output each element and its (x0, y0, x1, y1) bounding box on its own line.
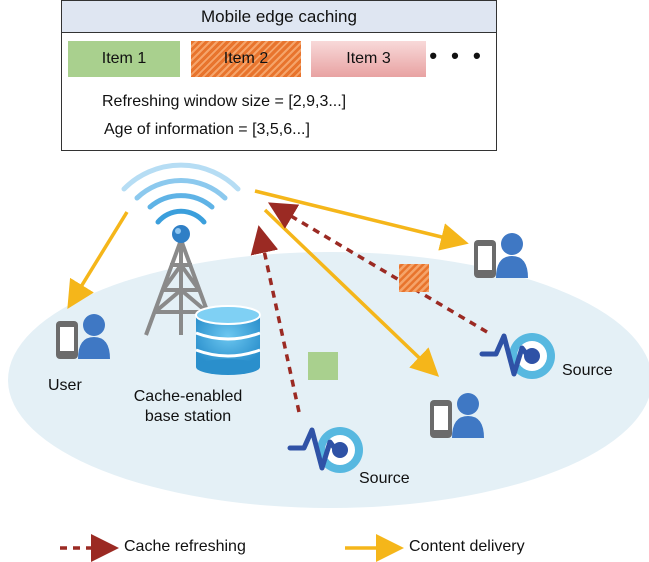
cache-refresh-arrows (250, 202, 488, 413)
cache-title: Mobile edge caching (62, 1, 496, 33)
cell-tower-icon (121, 162, 241, 336)
source-bottom-label: Source (359, 470, 410, 487)
age-info-text: Age of information = [3,5,6...] (104, 121, 310, 138)
packet-item-1 (308, 352, 338, 380)
source-icon (287, 427, 363, 473)
more-items-ellipsis: • • • (429, 43, 485, 68)
delivery-arrow-mid-user (263, 208, 440, 377)
packet-item-2 (399, 264, 429, 292)
refresh-arrow-right-source (267, 202, 488, 334)
source-right-label: Source (562, 362, 613, 379)
user-label: User (48, 377, 82, 394)
source-icon (479, 333, 555, 379)
cache-item-2: Item 2 (191, 41, 301, 77)
cache-item-1: Item 1 (68, 41, 180, 77)
database-icon (195, 305, 261, 375)
legend-cache-refreshing: Cache refreshing (124, 538, 246, 555)
user-device-icon (430, 393, 484, 438)
content-delivery-arrows (67, 189, 469, 377)
base-station-label-line2: base station (144, 408, 232, 425)
base-station-label-line1: Cache-enabled (133, 388, 243, 405)
delivery-arrow-top-user (254, 189, 469, 251)
user-device-icon (56, 314, 110, 359)
refresh-window-text: Refreshing window size = [2,9,3...] (102, 93, 347, 110)
base-station-label: Cache-enabled base station (118, 387, 258, 427)
user-device-icon (474, 233, 528, 278)
delivery-arrow-user (67, 211, 129, 309)
cache-item-3: Item 3 (311, 41, 426, 77)
cache-box: Mobile edge caching Item 1 Item 2 Item 3… (61, 0, 497, 151)
legend-content-delivery: Content delivery (409, 538, 525, 555)
refresh-arrow-bottom-source (250, 225, 301, 413)
